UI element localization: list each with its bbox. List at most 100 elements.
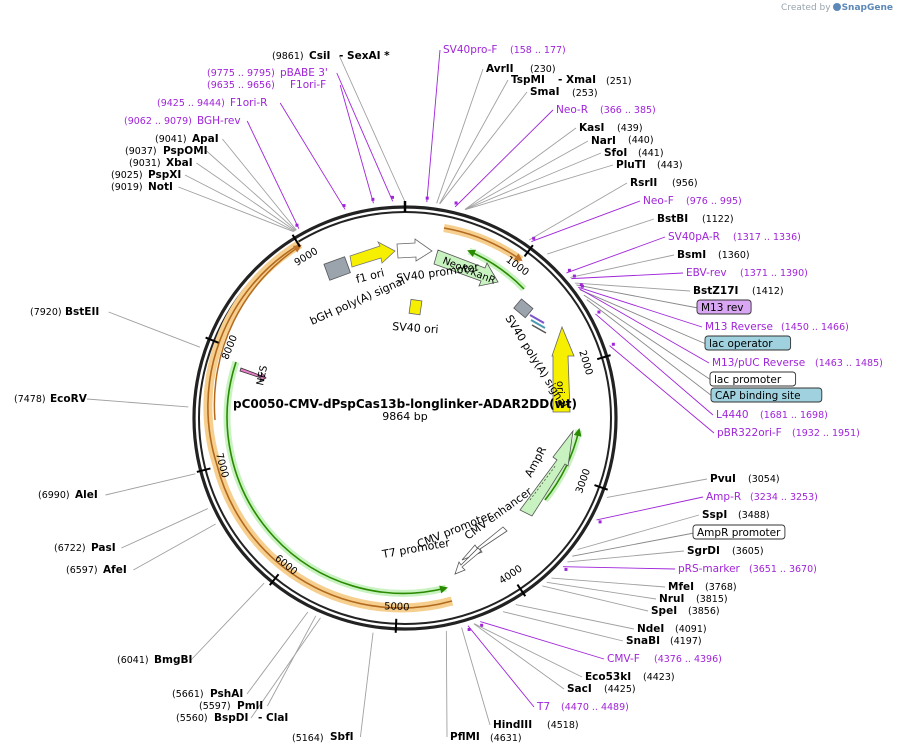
map-label-primer_pos[interactable]: (1450 .. 1466) (781, 322, 849, 333)
map-label-pos[interactable]: (9025) (111, 170, 143, 181)
map-label-boxed_teal[interactable]: lac operator (709, 338, 773, 350)
map-label-boxed_white[interactable]: AmpR promoter (697, 527, 781, 539)
map-label-primer[interactable]: EBV-rev (686, 267, 727, 279)
map-label-enzyme[interactable]: PasI (91, 542, 116, 554)
map-label-primer_pos[interactable]: (1463 .. 1485) (815, 358, 883, 369)
map-label-enzyme[interactable]: AleI (75, 489, 98, 501)
map-label-pos[interactable]: (4423) (643, 672, 675, 683)
map-label-primer[interactable]: F1ori-F (290, 79, 326, 91)
map-label-primer[interactable]: Neo-R (556, 104, 588, 116)
map-label-primer_pos[interactable]: (158 .. 177) (510, 45, 566, 56)
map-label-enzyme[interactable]: PspOMI (163, 145, 208, 157)
map-label-primer_pos[interactable]: (3651 .. 3670) (749, 564, 817, 575)
map-label-pos[interactable]: (5597) (199, 701, 231, 712)
map-label-enzyme[interactable]: MfeI (668, 581, 694, 593)
map-label-enzyme[interactable]: BsmI (677, 249, 706, 261)
map-label-pos[interactable]: (6041) (117, 655, 149, 666)
map-label-enzyme[interactable]: EcoRV (50, 393, 88, 405)
map-label-primer_pos[interactable]: (9062 .. 9079) (124, 116, 192, 127)
map-label-enzyme[interactable]: PspXI (148, 169, 181, 181)
map-label-primer[interactable]: CMV-F (607, 653, 640, 665)
map-label-enzyme[interactable]: SgrDI (687, 545, 720, 557)
map-label-pos[interactable]: (3605) (732, 546, 764, 557)
map-label-enzyme[interactable]: SnaBI (626, 635, 660, 647)
map-label-pos[interactable]: (439) (617, 123, 643, 134)
map-label-primer[interactable]: T7 (536, 701, 550, 713)
map-label-pos[interactable]: (1122) (702, 214, 734, 225)
map-label-primer_pos[interactable]: (1681 .. 1698) (760, 410, 828, 421)
map-label-pos[interactable]: (6597) (66, 565, 98, 576)
map-label-pos[interactable]: (956) (672, 178, 698, 189)
map-label-enzyme[interactable]: Eco53kI (585, 671, 631, 683)
map-label-pos[interactable]: (5560) (176, 713, 208, 724)
map-label-enzyme[interactable]: - ClaI (258, 712, 288, 724)
map-label-primer[interactable]: M13/pUC Reverse (712, 357, 805, 369)
map-label-pos[interactable]: (4631) (490, 733, 522, 744)
map-label-boxed_white[interactable]: lac promoter (714, 374, 782, 386)
map-label-primer[interactable]: SV40pA-R (668, 231, 720, 243)
map-label-primer[interactable]: Neo-F (643, 195, 674, 207)
map-label-primer_pos[interactable]: (4376 .. 4396) (654, 654, 722, 665)
map-label-primer_pos[interactable]: (9635 .. 9656) (207, 80, 275, 91)
map-label-enzyme[interactable]: PluTI (616, 159, 646, 171)
map-label-primer_pos[interactable]: (3234 .. 3253) (750, 492, 818, 503)
map-label-enzyme[interactable]: SpeI (651, 605, 677, 617)
map-label-pos[interactable]: (5164) (292, 733, 324, 744)
map-label-pos[interactable]: (230) (530, 64, 556, 75)
map-label-pos[interactable]: (3488) (738, 510, 770, 521)
map-label-pos[interactable]: (3054) (748, 474, 780, 485)
map-label-pos[interactable]: (6990) (38, 490, 70, 501)
map-label-enzyme[interactable]: PshAI (210, 688, 243, 700)
map-label-enzyme[interactable]: - SexAI * (339, 50, 390, 62)
map-label-pos[interactable]: (1360) (718, 250, 750, 261)
map-label-primer_pos[interactable]: (1932 .. 1951) (792, 428, 860, 439)
map-label-enzyme[interactable]: PmlI (237, 700, 263, 712)
map-label-enzyme[interactable]: SfoI (604, 147, 627, 159)
map-label-pos[interactable]: (5661) (172, 689, 204, 700)
map-label-primer[interactable]: L4440 (716, 409, 749, 421)
map-label-pos[interactable]: (4425) (604, 684, 636, 695)
map-label-primer[interactable]: SV40pro-F (443, 44, 497, 56)
map-label-pos[interactable]: (6722) (54, 543, 86, 554)
map-label-pos[interactable]: (3815) (696, 594, 728, 605)
map-label-primer_pos[interactable]: (366 .. 385) (600, 105, 656, 116)
map-label-pos[interactable]: (9037) (125, 146, 157, 157)
map-label-pos[interactable]: (253) (572, 88, 598, 99)
map-label-primer[interactable]: BGH-rev (197, 115, 241, 127)
map-label-pos[interactable]: (7920) (30, 307, 62, 318)
map-label-primer_pos[interactable]: (4470 .. 4489) (561, 702, 629, 713)
map-label-enzyme[interactable]: BspDI (214, 712, 248, 724)
map-label-primer_pos[interactable]: (1317 .. 1336) (733, 232, 801, 243)
map-label-pos[interactable]: (9041) (155, 134, 187, 145)
map-label-enzyme[interactable]: BstEII (65, 306, 99, 318)
map-label-enzyme[interactable]: RsrII (630, 177, 657, 189)
map-label-primer_pos[interactable]: (1371 .. 1390) (740, 268, 808, 279)
map-label-enzyme[interactable]: NruI (659, 593, 684, 605)
map-label-enzyme[interactable]: TspMI (511, 74, 545, 86)
map-label-boxed_purple[interactable]: M13 rev (701, 302, 744, 314)
map-label-enzyme[interactable]: PvuI (710, 473, 736, 485)
map-label-enzyme[interactable]: AvrII (486, 63, 514, 75)
map-label-primer[interactable]: M13 Reverse (705, 321, 773, 333)
map-label-pos[interactable]: (443) (657, 160, 683, 171)
map-label-pos[interactable]: (4518) (547, 720, 579, 731)
map-label-enzyme[interactable]: AfeI (103, 564, 127, 576)
map-label-enzyme[interactable]: SbfI (330, 731, 354, 743)
map-label-enzyme[interactable]: NdeI (637, 623, 664, 635)
map-label-primer_pos[interactable]: (976 .. 995) (686, 196, 742, 207)
map-label-enzyme[interactable]: CsiI (309, 50, 330, 62)
map-label-primer_pos[interactable]: (9775 .. 9795) (207, 68, 275, 79)
map-label-pos[interactable]: (7478) (14, 394, 46, 405)
map-label-enzyme[interactable]: NarI (591, 135, 616, 147)
map-label-boxed_teal[interactable]: CAP binding site (715, 390, 801, 402)
map-label-enzyme[interactable]: KasI (579, 122, 604, 134)
map-label-primer_pos[interactable]: (9425 .. 9444) (157, 98, 225, 109)
map-label-enzyme[interactable]: SacI (567, 683, 592, 695)
map-label-pos[interactable]: (4091) (675, 624, 707, 635)
map-label-pos[interactable]: (9031) (129, 158, 161, 169)
map-label-primer[interactable]: pBABE 3' (280, 67, 328, 79)
map-label-enzyme[interactable]: XbaI (166, 157, 193, 169)
map-label-pos[interactable]: (440) (628, 135, 654, 146)
map-label-enzyme[interactable]: NotI (148, 181, 173, 193)
map-label-primer[interactable]: Amp-R (706, 491, 741, 503)
